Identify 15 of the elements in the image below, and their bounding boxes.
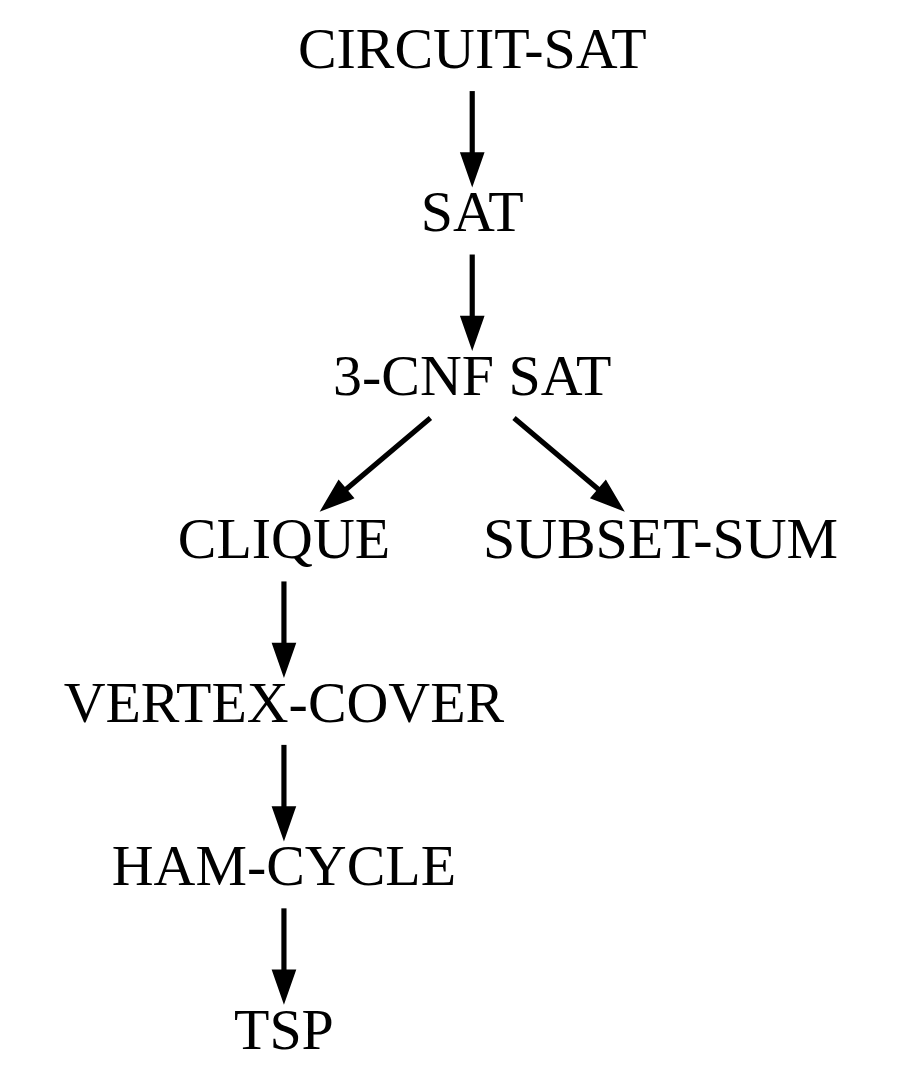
arrow: [459, 254, 485, 352]
arrow: [319, 416, 432, 512]
arrow: [271, 581, 296, 678]
node-text: CLIQUE: [177, 506, 390, 572]
arrow: [271, 744, 296, 842]
arrow: [271, 908, 296, 1005]
arrow: [459, 91, 485, 188]
arrow: [511, 416, 625, 512]
node-text: HAM-CYCLE: [111, 833, 456, 899]
node-text: 3-CNF SAT: [332, 342, 611, 408]
node-text: SAT: [420, 179, 524, 245]
node-text: CIRCUIT-SAT: [297, 15, 647, 81]
node-text: VERTEX-COVER: [63, 669, 504, 735]
node-text: TSP: [233, 996, 334, 1062]
node-text: SUBSET-SUM: [482, 506, 838, 572]
